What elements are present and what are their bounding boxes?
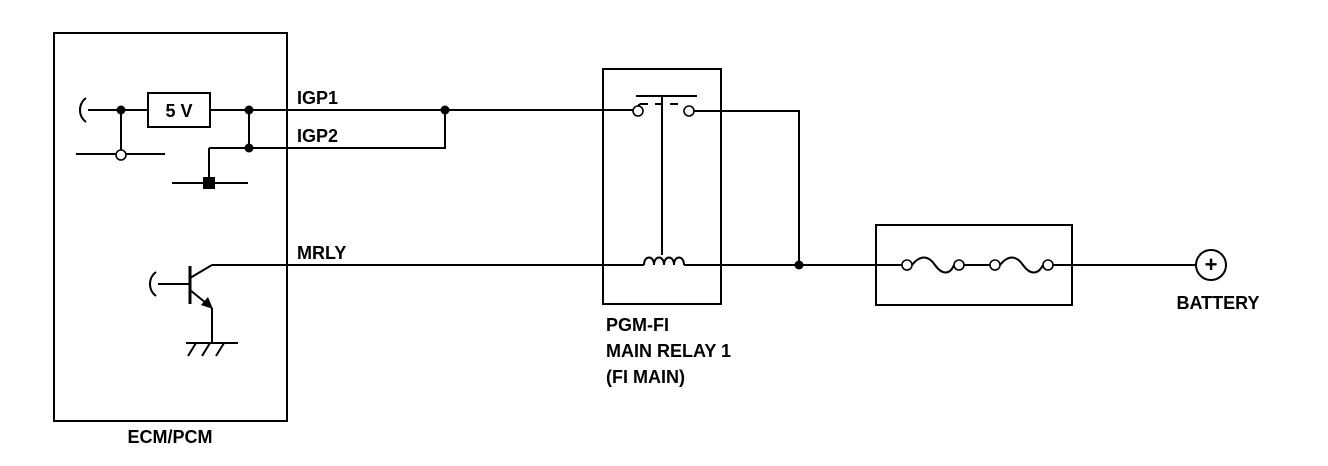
ecm-label: ECM/PCM <box>128 427 213 447</box>
fuse-2-terminal-b <box>1042 259 1054 271</box>
relay-label-line-1: PGM-FI <box>606 315 669 335</box>
igp2-label: IGP2 <box>297 126 338 146</box>
relay-box <box>602 68 722 305</box>
signal-wires: IGP1 IGP2 MRLY <box>287 88 644 266</box>
transistor-collector <box>189 264 213 279</box>
igp2-wire <box>287 110 446 149</box>
igp1-label: IGP1 <box>297 88 338 108</box>
regulator-5v-label: 5 V <box>165 101 192 121</box>
fuse-1-icon <box>911 256 955 274</box>
battery-plus-symbol: + <box>1205 252 1218 277</box>
fuse-box <box>875 224 1073 306</box>
battery-junction <box>794 260 804 270</box>
ecm-transistor-base-connector-icon <box>149 271 157 297</box>
fuse-2-terminal-a <box>989 259 1001 271</box>
ecm-ground-terminal <box>203 177 215 189</box>
ground-symbol-hatch-1 <box>187 342 197 357</box>
ground-symbol-hatch-3 <box>215 342 225 357</box>
relay-label-line-3: (FI MAIN) <box>606 367 685 387</box>
relay-switch-output-wire <box>694 110 800 265</box>
ecm-unit: 5 V ECM/PCM <box>53 32 290 447</box>
fuse-2-icon <box>999 256 1044 274</box>
relay-coil-icon <box>643 256 685 266</box>
fuse-1-terminal-b <box>953 259 965 271</box>
mrly-label: MRLY <box>297 243 346 263</box>
fuse-1-terminal-a <box>901 259 913 271</box>
battery: + BATTERY <box>1072 249 1260 313</box>
relay-label-line-2: MAIN RELAY 1 <box>606 341 731 361</box>
power-wires <box>684 110 877 270</box>
relay-switch-input-terminal <box>632 105 644 117</box>
battery-label: BATTERY <box>1177 293 1260 313</box>
ecm-box <box>53 32 288 422</box>
main-relay: PGM-FI MAIN RELAY 1 (FI MAIN) <box>602 68 731 387</box>
ground-symbol-hatch-2 <box>201 342 211 357</box>
battery-terminal-icon <box>1195 249 1227 281</box>
transistor-emitter-arrow-icon <box>201 297 213 309</box>
ecm-input-connector-icon <box>79 97 87 123</box>
ecm-input-terminal <box>115 149 127 161</box>
relay-switch-output-terminal <box>683 105 695 117</box>
